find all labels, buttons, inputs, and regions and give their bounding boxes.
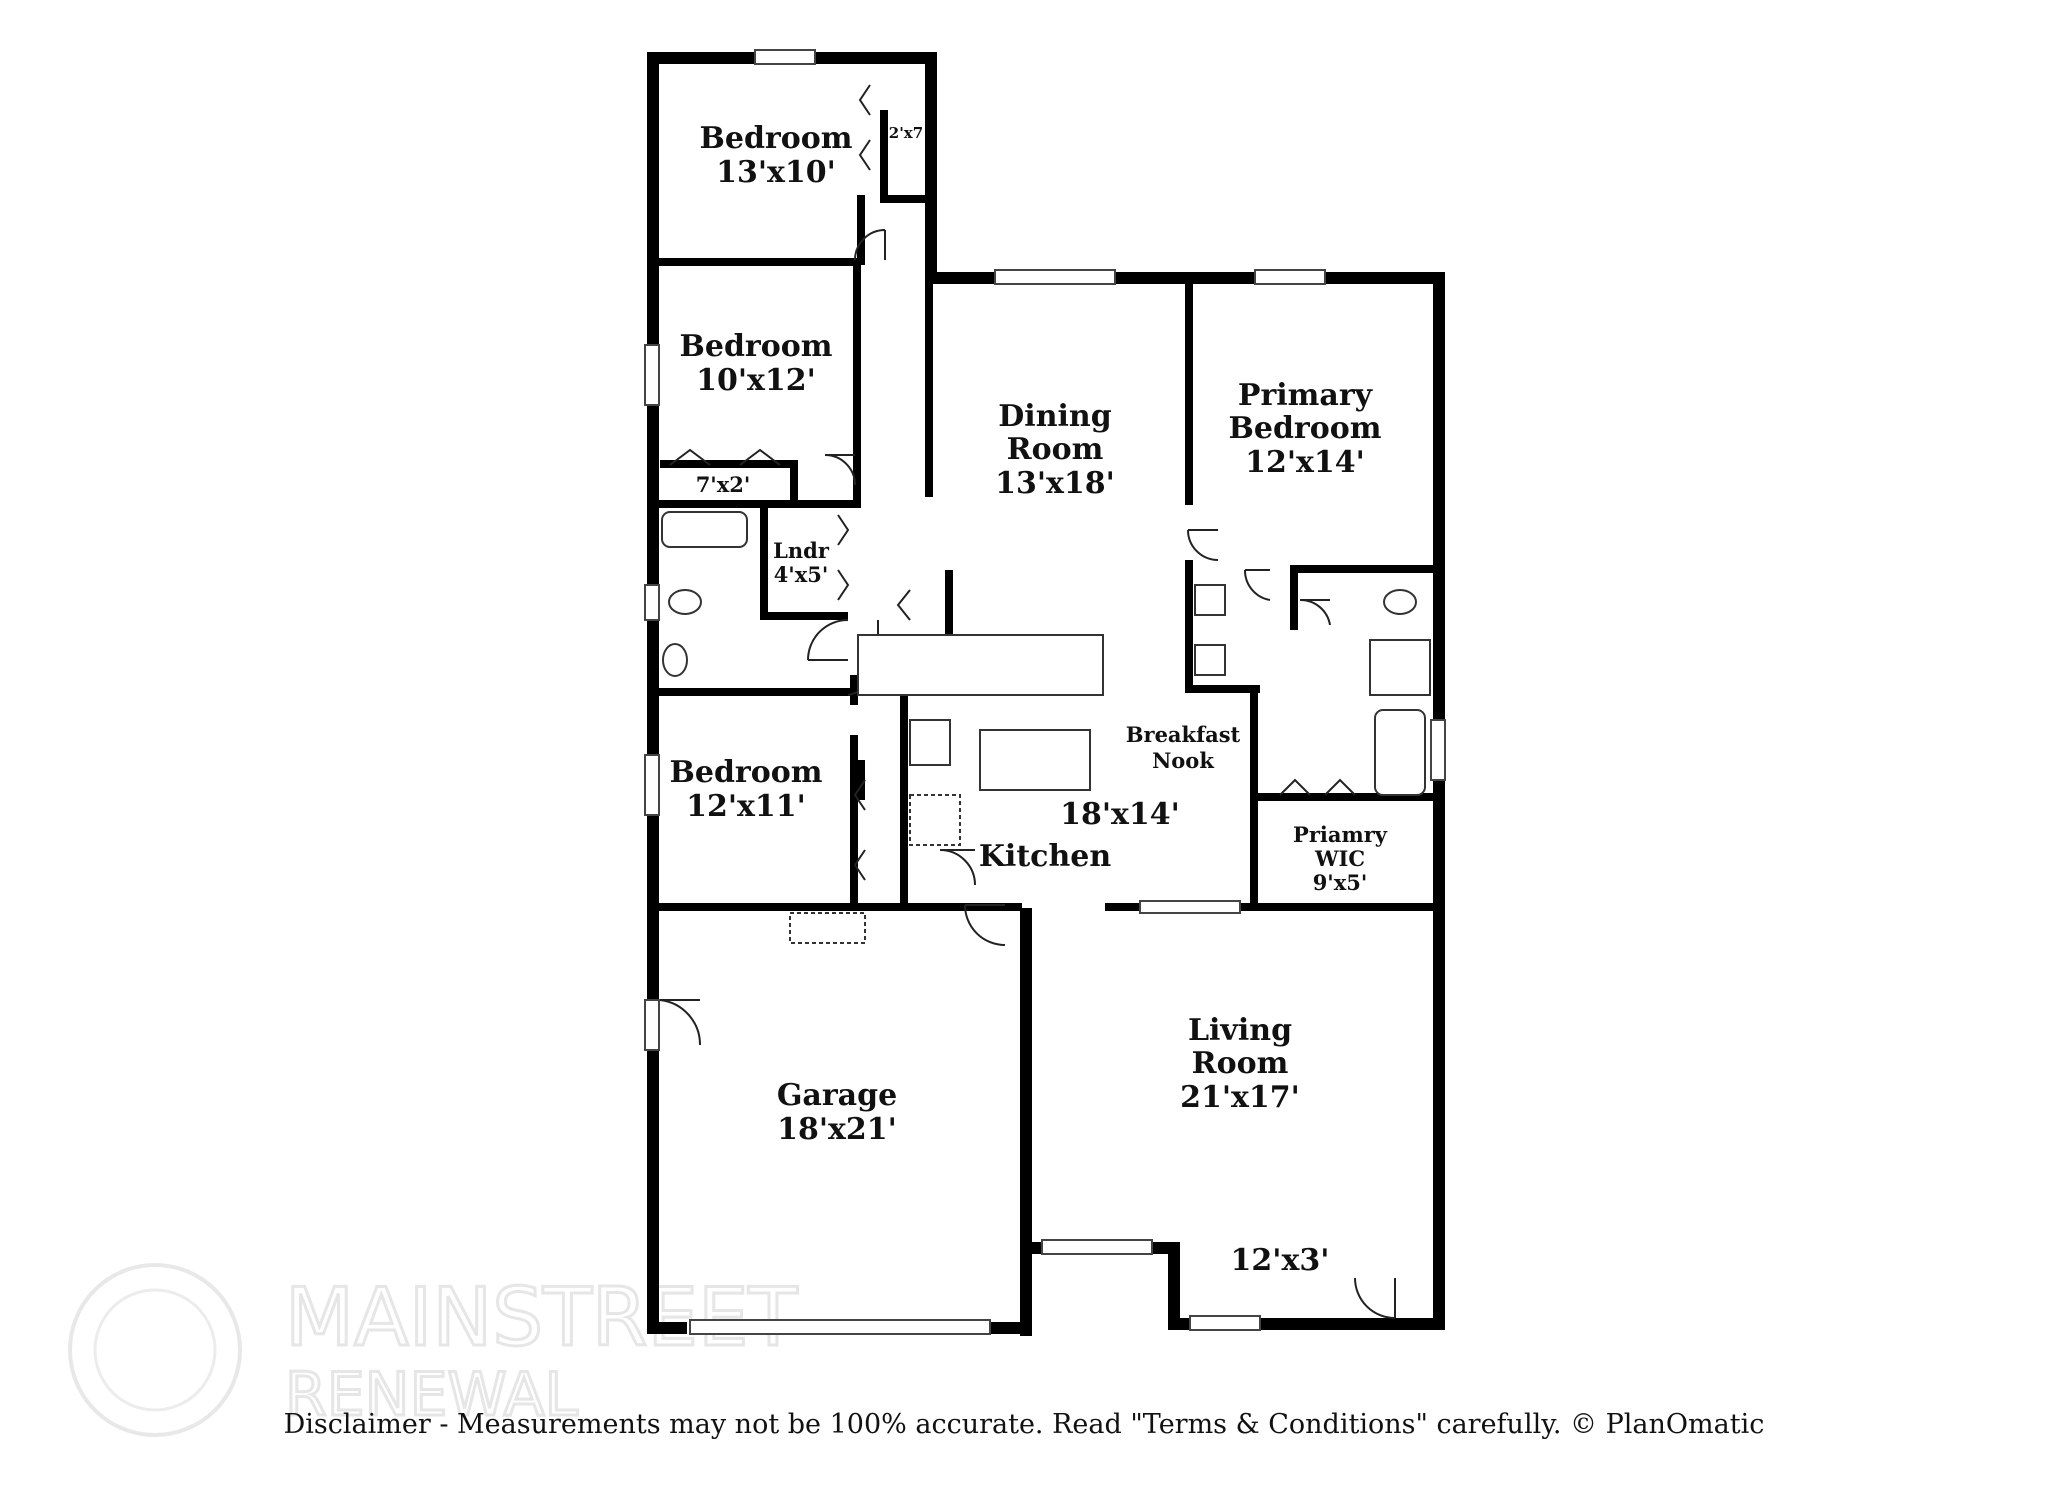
dining-dim: 13'x18' [995,466,1115,501]
shower [1369,639,1431,696]
bifold-doors [669,84,1356,881]
garage-name: Garage [777,1078,897,1113]
bathtub [661,511,748,548]
kitchen-name: Kitchen [979,839,1111,874]
bedroom-low-dim: 12'x11' [686,789,806,824]
interior-walls [647,110,1445,911]
garage-door [689,1319,991,1335]
bedroom-low-name: Bedroom [670,755,823,790]
laundry-name: Lndr [773,538,830,563]
door-arc [824,454,856,486]
door-arc [1187,529,1219,561]
garage-side-door [644,999,660,1051]
sink [662,643,688,677]
bedroom-mid-name: Bedroom [680,329,833,364]
primary-wic-name-2: WIC [1314,846,1365,871]
stove [909,719,951,766]
dining-name-2: Room [1007,432,1104,467]
window [1189,1315,1261,1331]
breakfast-nook-name-2: Nook [1152,748,1214,773]
closet-top-dim: 2'x7 [889,124,923,142]
window [1430,719,1446,781]
pantry [909,794,961,846]
primary-bedroom-dim: 12'x14' [1245,445,1365,480]
living-dim: 21'x17' [1180,1080,1300,1115]
bedroom-top-dim: 13'x10' [716,155,836,190]
toilet [1383,589,1417,615]
door-arc [1299,598,1331,626]
primary-wic-dim: 9'x5' [1313,870,1368,895]
kitchen-dim: 18'x14' [1060,797,1180,832]
window [644,344,660,406]
breakfast-nook-name-1: Breakfast [1126,722,1241,747]
bifold-door [837,514,850,601]
door-arc [854,229,886,261]
garage-dim: 18'x21' [777,1112,897,1147]
sink [1194,644,1226,676]
window [1041,1239,1153,1255]
kitchen-island [979,729,1091,791]
door-arc [807,619,849,661]
sliding-door [994,269,1116,285]
window [754,49,816,65]
bifold-door [1279,778,1356,796]
porch-dim: 12'x3' [1231,1243,1330,1278]
watermark-line1: MAINSTREET [285,1271,799,1364]
door-arc [659,999,702,1046]
room-labels: Bedroom 13'x10' 2'x7 Bedroom 10'x12' 7'x… [670,121,1388,1278]
door-arc [1243,569,1271,601]
door-arc [939,849,976,886]
disclaimer-text: Disclaimer - Measurements may not be 100… [284,1409,1765,1440]
fixtures [661,511,1431,944]
window [644,754,660,816]
watermark-line2: RENEWAL [285,1360,578,1430]
bedroom-mid-dim: 10'x12' [696,363,816,398]
bifold-door [858,84,871,171]
window [644,584,660,621]
living-name-1: Living [1188,1013,1292,1048]
dining-name-1: Dining [998,399,1111,434]
toilet [668,589,702,615]
primary-bedroom-name-1: Primary [1238,378,1374,413]
bifold-door [669,448,781,466]
living-name-2: Room [1192,1046,1289,1081]
closet-mid-dim: 7'x2' [696,472,751,497]
primary-bedroom-name-2: Bedroom [1229,411,1382,446]
kitchen-counter [857,634,1104,696]
primary-wic-name-1: Priamry [1293,822,1388,847]
door-arc [1354,1277,1396,1319]
windows [644,49,1446,1335]
bedroom-top-name: Bedroom [700,121,853,156]
attic-access [789,912,866,944]
window [1254,269,1326,285]
bifold-door [853,779,866,881]
bifold-door [896,589,911,621]
laundry-dim: 4'x5' [774,562,829,587]
bathtub [1374,709,1426,796]
window [1139,900,1241,914]
mainstreet-renewal-watermark: MAINSTREET RENEWAL [68,1263,800,1437]
door-arc [964,904,1006,946]
sink [1194,584,1226,616]
